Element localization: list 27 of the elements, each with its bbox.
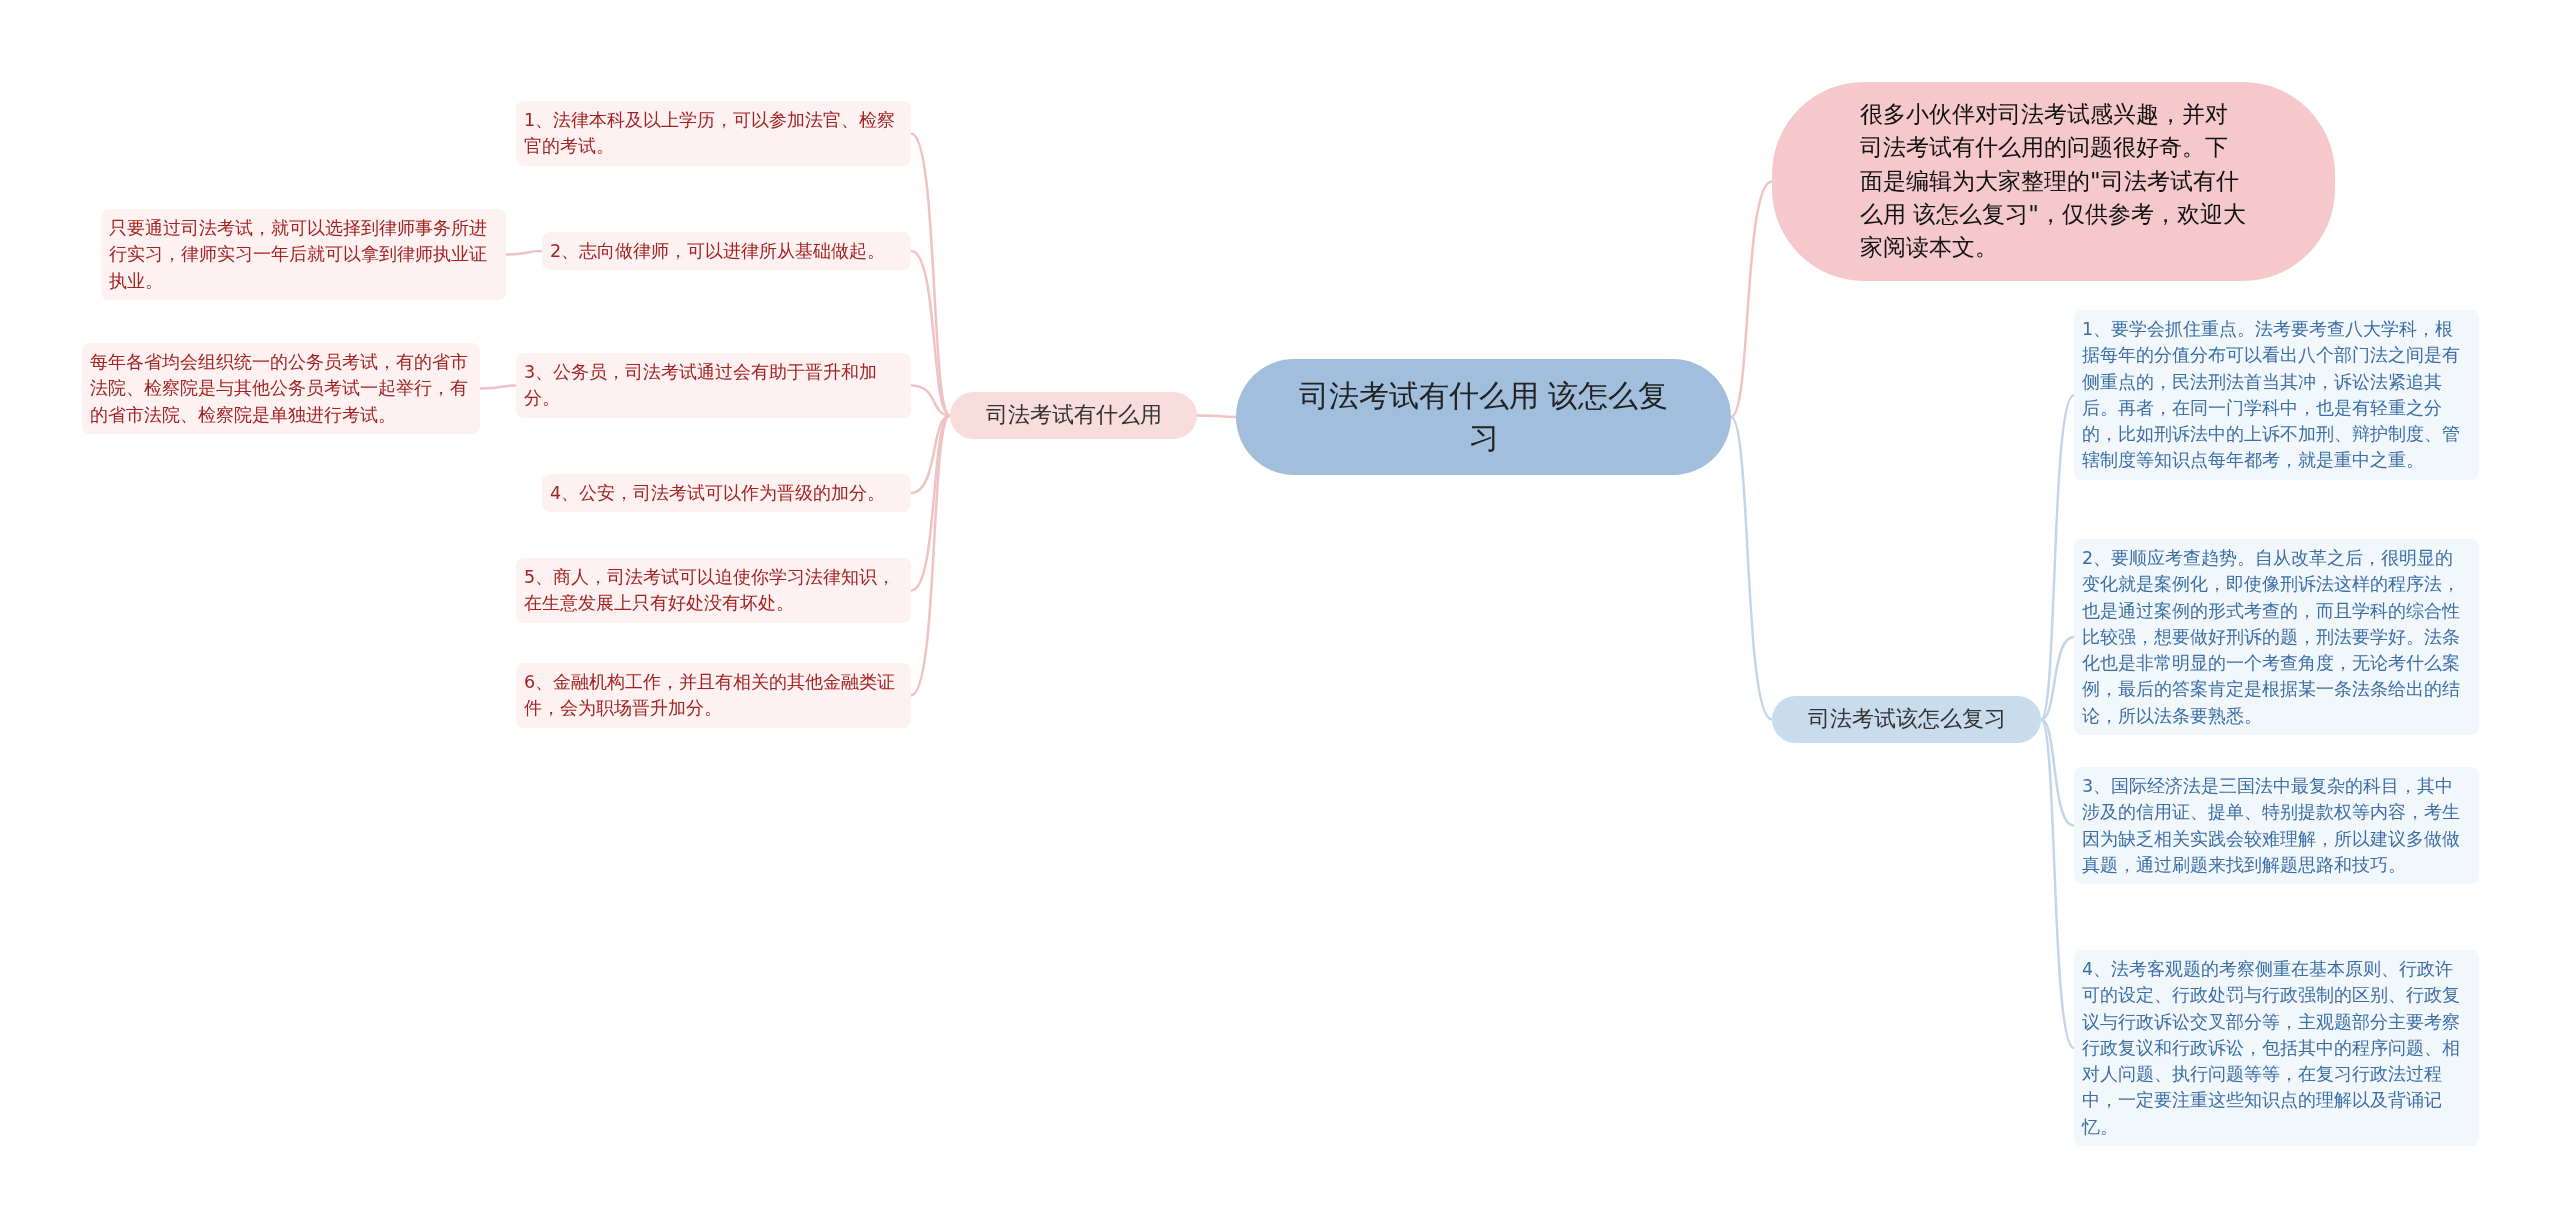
connector-line (1730, 416, 1773, 721)
connector-line (1730, 180, 1773, 418)
subtopic-box: 2、志向做律师，可以进律所从基础做起。 (542, 232, 911, 271)
connector-line (910, 414, 951, 592)
subtopic-box: 1、要学会抓住重点。法考要考查八大学科，根据每年的分值分布可以看出八个部门法之间是有侧重点的，民法刑法首当其冲，诉讼法紧追其后。再者，在同一门学科中，也是有轻重之分的，比如刑诉法中的上诉不加刑、辩护制度、管辖制度等知识点每年都考，就是重中之重。 (2074, 310, 2479, 480)
connector-line (506, 249, 543, 256)
central-topic: 司法考试有什么用 该怎么复习 (1236, 359, 1731, 475)
subtopic-box: 4、公安，司法考试可以作为晋级的加分。 (542, 474, 911, 513)
subtopic-box: 6、金融机构工作，并且有相关的其他金融类证件，会为职场晋升加分。 (516, 663, 911, 728)
subtopic-box: 每年各省均会组织统一的公务员考试，有的省市法院、检察院是与其他公务员考试一起举行，有的省市法院、检察院是单独进行考试。 (82, 343, 480, 434)
intro-bubble: 很多小伙伴对司法考试感兴趣，并对司法考试有什么用的问题很好奇。下面是编辑为大家整理的"司法考试有什么用 该怎么复习"，仅供参考，欢迎大家阅读本文。 (1772, 82, 2335, 281)
subtopic-box: 2、要顺应考查趋势。自从改革之后，很明显的变化就是案例化，即使像刑诉法这样的程序法，也是通过案例的形式考查的，而且学科的综合性比较强，想要做好刑诉的题，刑法要学好。法条化也是非常明显的一个考查角度，无论考什么案例，最后的答案肯定是根据某一条法条给出的结论，所以法条要熟悉。 (2074, 539, 2479, 735)
subtopic-box: 只要通过司法考试，就可以选择到律师事务所进行实习，律师实习一年后就可以拿到律师执业证执业。 (101, 209, 506, 300)
subtopic-box: 3、国际经济法是三国法中最复杂的科目，其中涉及的信用证、提单、特别提款权等内容，考生因为缺乏相关实践会较难理解，所以建议多做做真题，通过刷题来找到解题思路和技巧。 (2074, 767, 2479, 884)
connector-line (2040, 718, 2075, 827)
subtopic-box: 3、公务员，司法考试通过会有助于晋升和加分。 (516, 353, 911, 418)
subtopic-box: 1、法律本科及以上学历，可以参加法官、检察官的考试。 (516, 101, 911, 166)
subtopic-box: 4、法考客观题的考察侧重在基本原则、行政许可的设定、行政处罚与行政强制的区别、行政复议与行政诉讼交叉部分等，主观题部分主要考察行政复议和行政诉讼，包括其中的程序问题、相对人问题、执行问题等等，在复习行政法过程中，一定要注重这些知识点的理解以及背诵记忆。 (2074, 950, 2479, 1146)
connector-line (910, 414, 951, 697)
connector-line (910, 249, 951, 417)
connector-line (910, 132, 951, 417)
connector-line (480, 384, 516, 390)
subtopic-box: 5、商人，司法考试可以迫使你学习法律知识，在生意发展上只有好处没有坏处。 (516, 558, 911, 623)
branch-topic: 司法考试该怎么复习 (1772, 696, 2041, 743)
connector-line (2040, 635, 2075, 721)
branch-topic: 司法考试有什么用 (950, 392, 1197, 439)
connector-line (1197, 414, 1236, 419)
